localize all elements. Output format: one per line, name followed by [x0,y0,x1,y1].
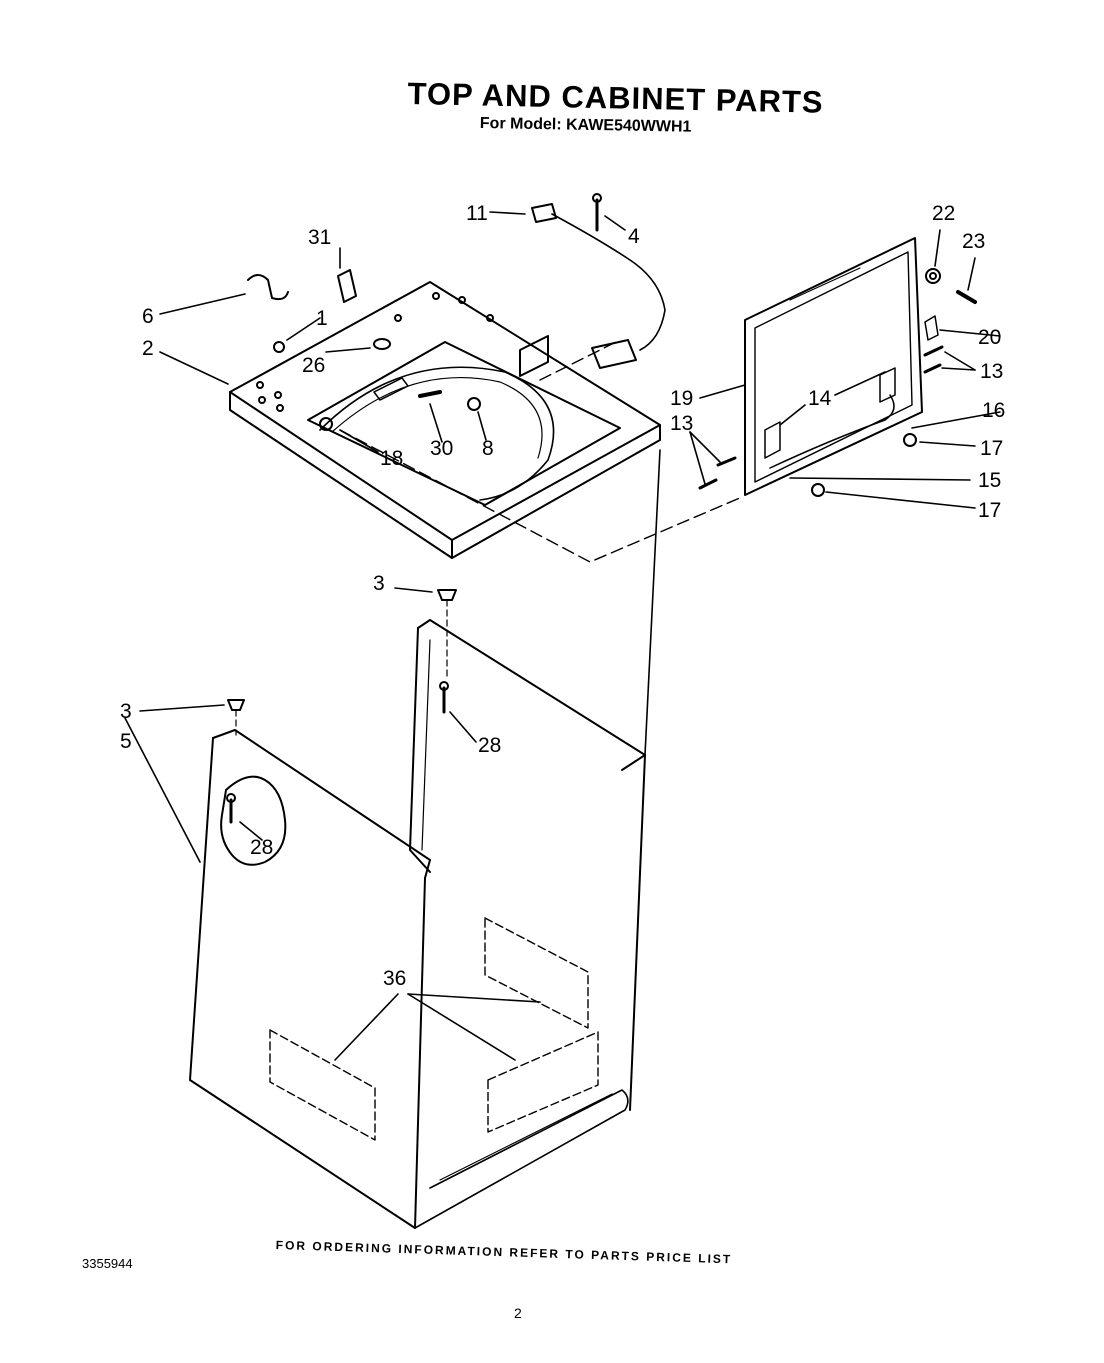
callout-17-lower: 17 [978,499,1001,522]
callout-17-upper: 17 [980,437,1003,460]
alignment-line [339,429,743,563]
callout-28-lower: 28 [250,836,273,859]
callout-36: 36 [383,967,406,990]
callout-1: 1 [316,307,328,330]
cabinet [189,449,661,1229]
callout-18: 18 [380,447,403,470]
callout-6: 6 [142,305,154,328]
leader-lines [124,211,1001,1061]
callout-16: 16 [982,399,1005,422]
callout-11: 11 [466,202,488,225]
callout-30: 30 [430,437,453,460]
callout-5: 5 [120,730,132,753]
callout-3-upper: 3 [373,572,385,595]
callout-20: 20 [978,326,1001,349]
lid-switch-harness [531,193,666,369]
small-parts-top [247,269,481,431]
callout-15: 15 [978,469,1001,492]
callout-2: 2 [142,337,154,360]
callout-19: 19 [670,387,693,410]
callout-3-lower: 3 [120,700,132,723]
callout-26: 26 [302,354,325,377]
callout-8: 8 [482,437,494,460]
top-panel [229,281,661,559]
callout-13-right: 13 [980,360,1003,383]
callout-labels: 11 4 31 6 1 2 26 18 30 8 22 23 20 13 19 … [120,202,1005,990]
callout-14: 14 [808,387,832,410]
document-number: 3355944 [82,1256,133,1271]
callout-28-upper: 28 [478,734,501,757]
callout-31: 31 [308,226,331,249]
alignment-line [539,339,621,381]
lid-assembly [698,237,977,497]
callout-13-left: 13 [670,412,693,435]
callout-4: 4 [628,225,640,248]
page-number: 2 [514,1305,522,1321]
callout-23: 23 [962,230,985,253]
callout-22: 22 [932,202,955,225]
